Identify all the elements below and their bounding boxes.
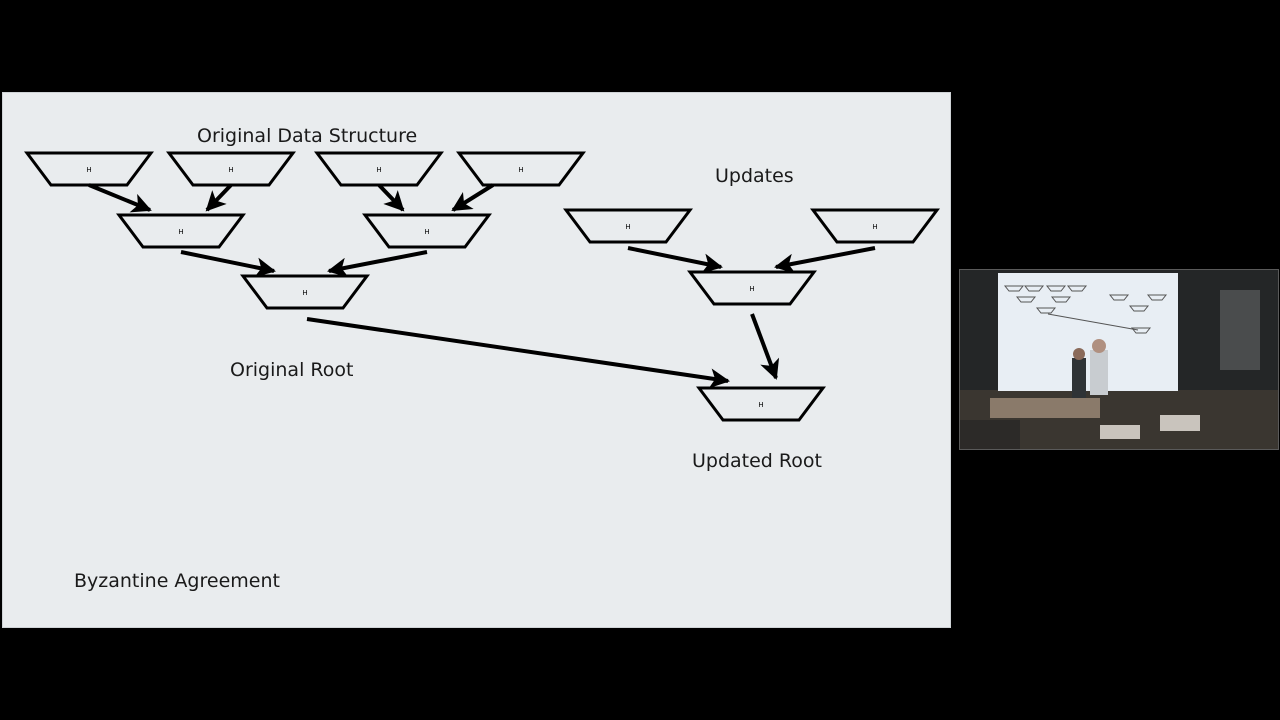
hash-label: H (302, 289, 307, 297)
original-root-label: Original Root (230, 359, 353, 381)
arrow-update-2-to-update-mid (776, 248, 875, 267)
arrow-mid-2-to-original-root (329, 252, 427, 271)
arrow-leaf-3-to-mid-2 (379, 185, 403, 210)
hash-node-leaf-1: H (27, 153, 151, 185)
hash-node-mid-1: H (119, 215, 243, 247)
hash-label: H (758, 401, 763, 409)
hash-node-original-root: H (243, 276, 367, 308)
hash-node-mid-2: H (365, 215, 489, 247)
arrow-original-root-to-updated-root (307, 319, 728, 381)
hash-node-updated-root: H (699, 388, 823, 420)
hash-label: H (518, 166, 523, 174)
hash-label: H (424, 228, 429, 236)
hash-node-leaf-2: H (169, 153, 293, 185)
hash-node-leaf-3: H (317, 153, 441, 185)
lecture-camera-icon (960, 270, 1279, 450)
arrow-update-mid-to-updated-root (752, 314, 776, 378)
hash-node-update-2: H (813, 210, 937, 242)
hash-label: H (86, 166, 91, 174)
camera-feed-inset (959, 269, 1279, 450)
arrow-update-1-to-update-mid (628, 248, 721, 267)
merkle-tree-diagram: H H H H H H H H H H H (3, 93, 952, 629)
hash-node-update-mid: H (690, 272, 814, 304)
hash-label: H (178, 228, 183, 236)
presentation-slide: H H H H H H H H H H H Original Data Structure Upda… (2, 92, 951, 628)
hash-label: H (228, 166, 233, 174)
arrow-leaf-4-to-mid-2 (453, 185, 493, 210)
arrow-leaf-2-to-mid-1 (207, 185, 231, 210)
hash-label: H (872, 223, 877, 231)
updates-label: Updates (715, 165, 794, 187)
hash-node-leaf-4: H (459, 153, 583, 185)
arrow-leaf-1-to-mid-1 (89, 185, 150, 210)
arrow-mid-1-to-original-root (181, 252, 274, 271)
updated-root-label: Updated Root (692, 450, 822, 472)
hash-node-update-1: H (566, 210, 690, 242)
slide-footer: Byzantine Agreement (74, 570, 280, 592)
hash-label: H (625, 223, 630, 231)
hash-label: H (749, 285, 754, 293)
slide-title: Original Data Structure (197, 125, 417, 147)
hash-label: H (376, 166, 381, 174)
